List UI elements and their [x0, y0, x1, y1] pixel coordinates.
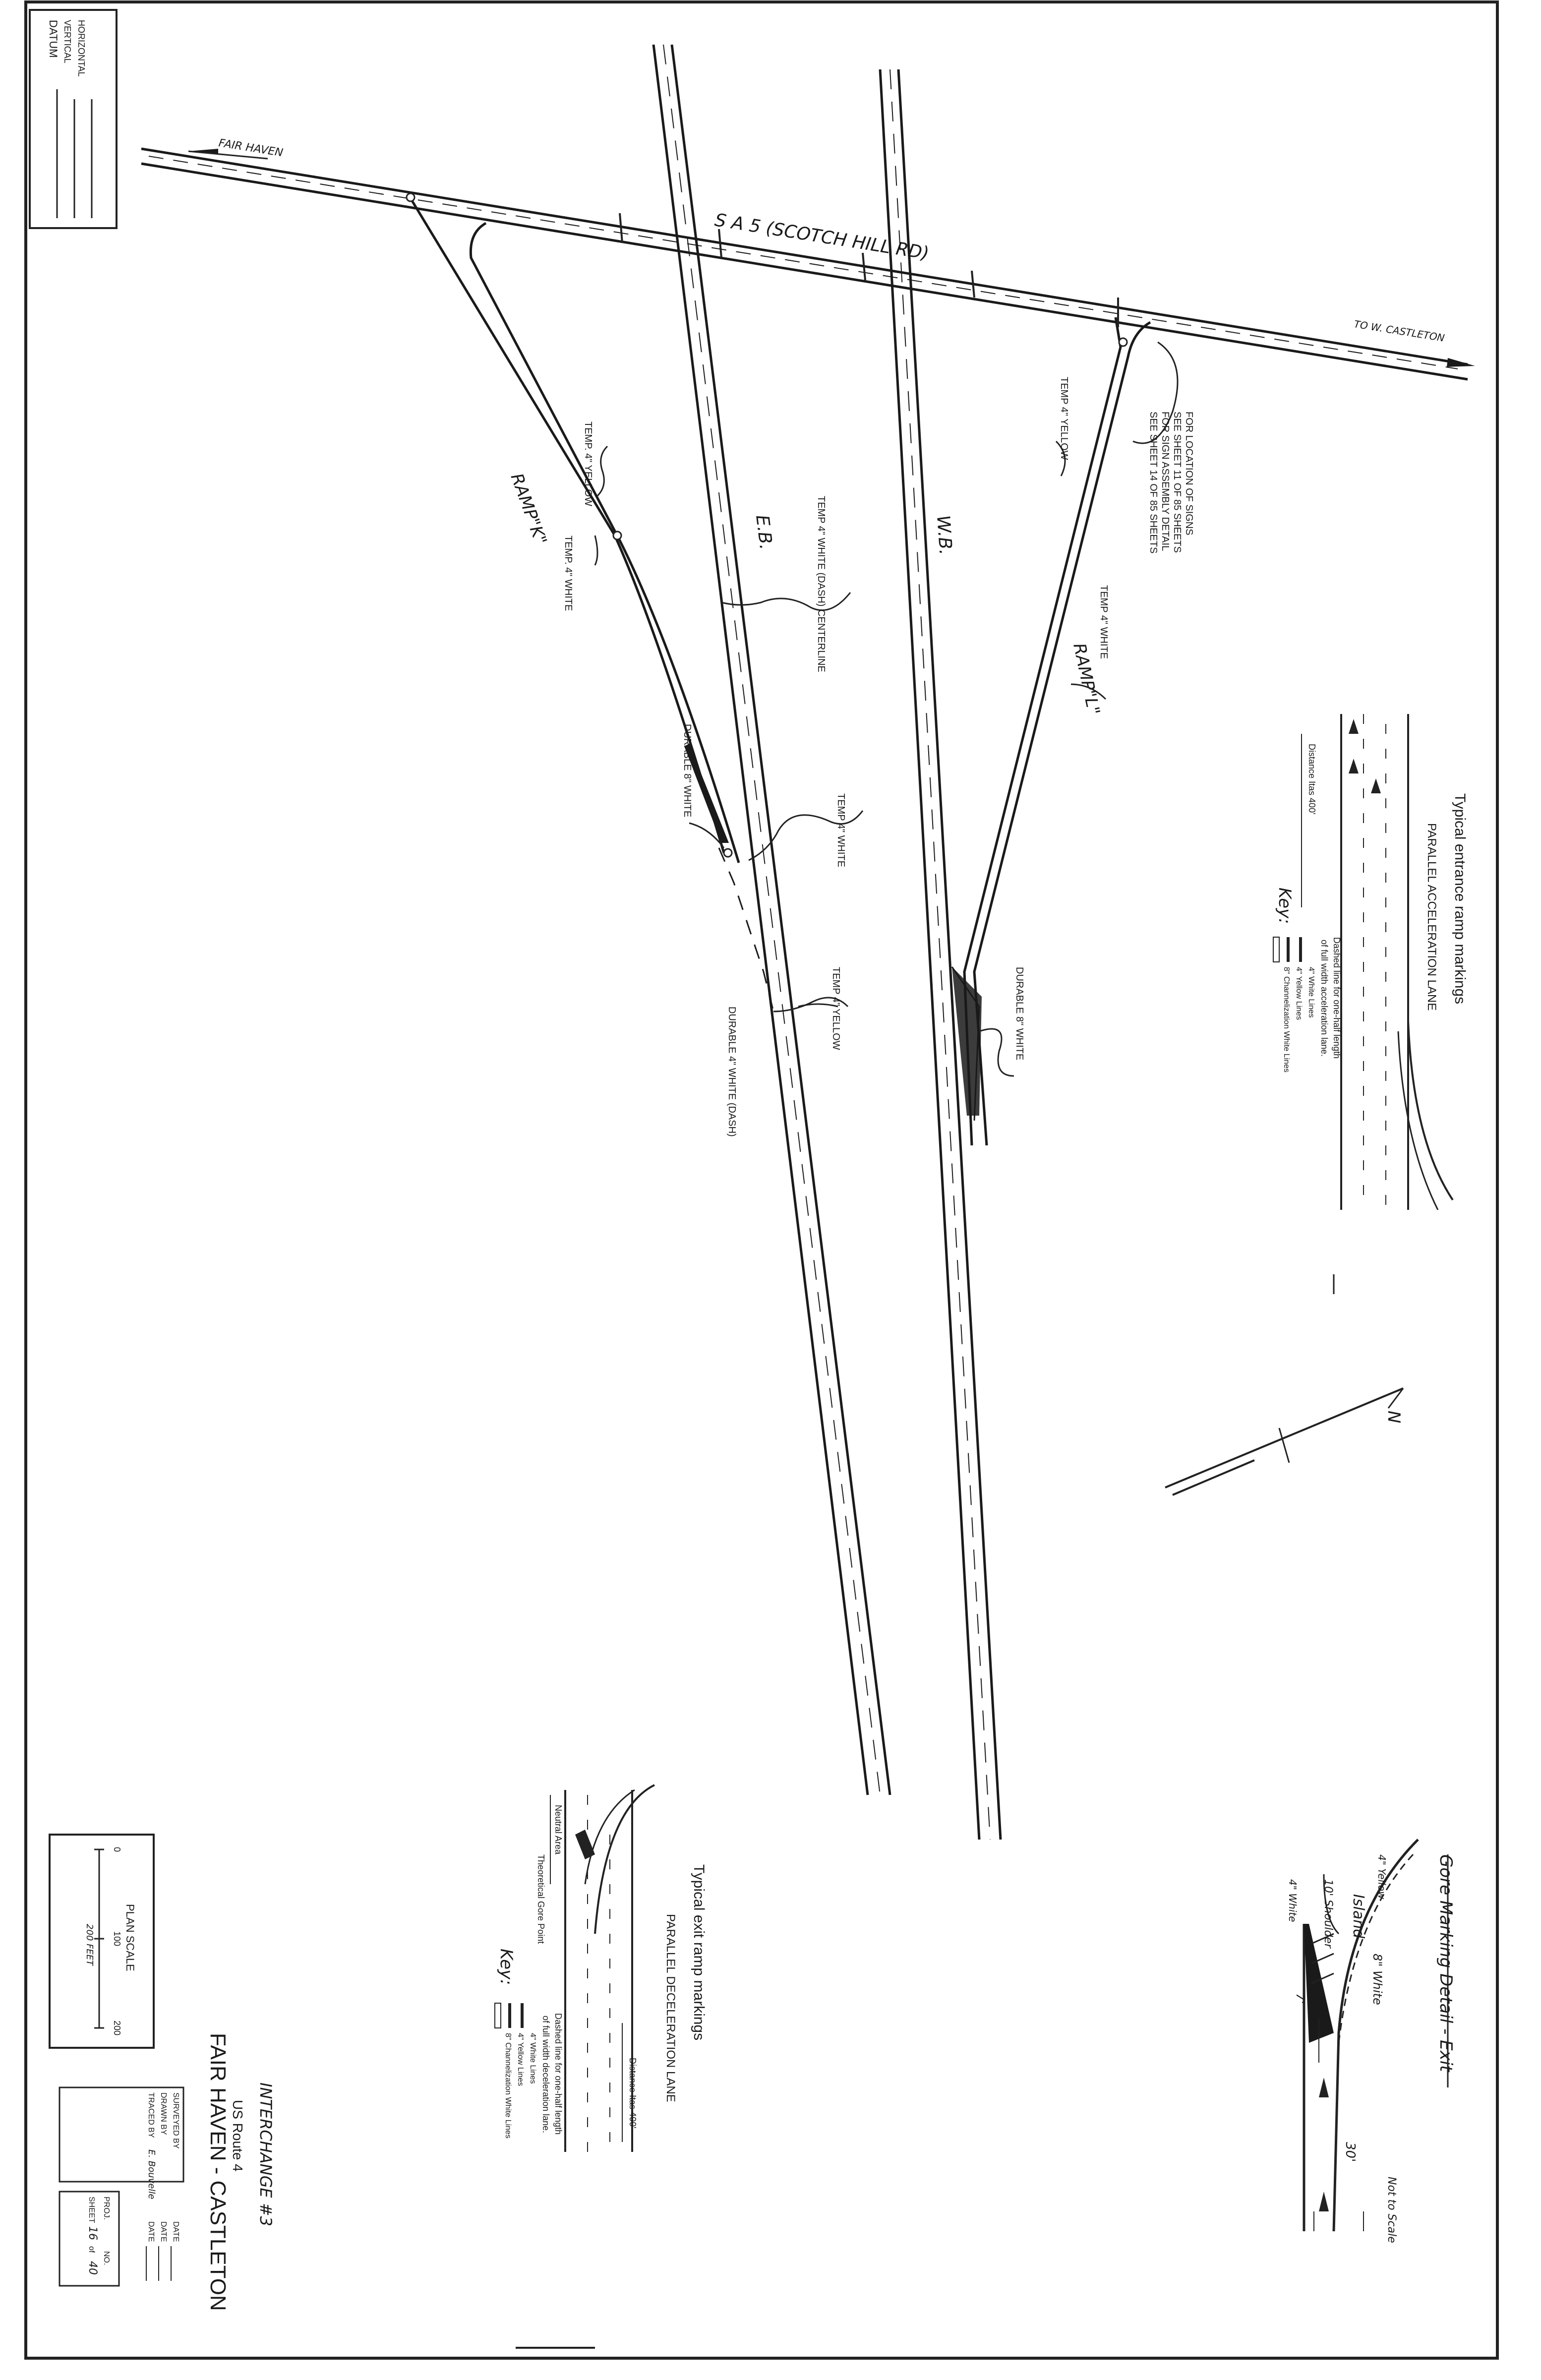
- scale-two-hundred: 200: [112, 2021, 122, 2035]
- title-block: INTERCHANGE #3 US Route 4 FAIR HAVEN - C…: [59, 2033, 275, 2311]
- sign-note-3: FOR SIGN ASSEMBLY DETAIL: [1160, 412, 1171, 551]
- plan-scale-box: PLAN SCALE 0 100 200 200 FEET: [49, 1834, 155, 2049]
- exit-neutral-area: Neutral Area: [553, 1805, 563, 1855]
- exit-key-2: 4" Yellow Lines: [516, 2033, 525, 2086]
- entrance-ramp-detail: Typical entrance ramp markings PARALLEL …: [1273, 714, 1468, 1294]
- sheet-border: [24, 0, 1499, 2360]
- traced-by-name: E. Bouvelle: [146, 2149, 157, 2199]
- callout-temp-yellow-mid: TEMP 4" YELLOW: [830, 967, 841, 1050]
- entrance-key-2: 4" Yellow Lines: [1295, 967, 1303, 1020]
- scotch-hill-road: [141, 147, 1468, 381]
- sheet-of-label: of: [87, 2246, 96, 2253]
- drawn-by-label: DRAWN BY: [159, 2092, 168, 2135]
- exit-key-1: 4" White Lines: [529, 2033, 537, 2084]
- scale-feet: 200 FEET: [84, 1924, 95, 1966]
- entrance-title: Typical entrance ramp markings: [1452, 793, 1468, 1004]
- no-label: NO.: [102, 2251, 111, 2265]
- entrance-subtitle: PARALLEL ACCELERATION LANE: [1425, 823, 1438, 1011]
- gore-white8: 8" White: [1370, 1954, 1384, 2005]
- callout-leaders: [594, 341, 1179, 1077]
- gore-white4: 4" White: [1287, 1879, 1299, 1922]
- fair-haven-label: FAIR HAVEN: [218, 137, 284, 159]
- sheet-label: SHEET: [87, 2197, 96, 2223]
- gore-marking-detail: Gore Marking Detail - Exit 10' Shoulder …: [1287, 1839, 1456, 2243]
- callout-temp-white-centerline: TEMP 4" WHITE (DASH) CENTERLINE: [816, 496, 827, 672]
- gore-island: Island: [1350, 1894, 1367, 1939]
- exit-subtitle: PARALLEL DECELERATION LANE: [664, 1914, 677, 2102]
- surveyed-by-label: SURVEYED BY: [172, 2092, 180, 2149]
- scale-hundred: 100: [112, 1931, 122, 1946]
- callout-temp-white-mid: TEMP 4" WHITE: [835, 793, 846, 867]
- gore-dim-30: 30': [1343, 2142, 1358, 2162]
- callout-durable-white-8: DURABLE 8" WHITE: [682, 724, 693, 817]
- datum-box: DATUM VERTICAL HORIZONTAL: [29, 9, 118, 229]
- north-arrow: N: [1165, 1387, 1404, 1496]
- gore-not-to-scale: Not to Scale: [1385, 2177, 1398, 2243]
- callout-durable-white-l: DURABLE 8" WHITE: [1014, 967, 1025, 1060]
- callout-temp-yellow-l: TEMP 4" YELLOW: [1059, 377, 1069, 460]
- wb-label: W.B.: [933, 515, 955, 556]
- exit-gore-point: Theoretical Gore Point: [536, 1854, 546, 1944]
- datum-vertical: VERTICAL: [62, 20, 72, 63]
- datum-title: DATUM: [47, 20, 59, 58]
- eb-carriageway: [652, 44, 891, 1795]
- exit-ramp-detail: Typical exit ramp markings PARALLEL DECE…: [494, 1784, 707, 2152]
- entrance-key-3: 8" Channelization White Lines: [1282, 967, 1291, 1072]
- entrance-key-1: 4" White Lines: [1307, 967, 1315, 1018]
- gore-yellow: 4" Yellow: [1376, 1854, 1388, 1900]
- scale-zero: 0: [112, 1847, 122, 1852]
- sign-note-1: FOR LOCATION OF SIGNS: [1184, 412, 1194, 536]
- date-label-1: DATE: [172, 2221, 180, 2242]
- datum-horizontal: HORIZONTAL: [76, 20, 86, 77]
- entrance-dashed-note-1: Dashed line for one-half length: [1332, 937, 1342, 1059]
- bridge-marks: [619, 213, 975, 298]
- callout-temp-white-k: TEMP. 4" WHITE: [563, 536, 574, 611]
- gore-dim-7: 7': [1294, 1993, 1307, 2004]
- callout-temp-white-l: TEMP 4" WHITE: [1098, 585, 1109, 659]
- sign-note-2: SEE SHEET 11 OF 85 SHEETS: [1172, 412, 1183, 553]
- sheet-number: 16: [86, 2226, 99, 2240]
- ramp-k-label: RAMP"K": [507, 471, 551, 547]
- gore-title: Gore Marking Detail - Exit: [1436, 1854, 1456, 2073]
- proj-label: PROJ.: [102, 2197, 111, 2220]
- ramp-k: [406, 192, 774, 1012]
- title-project: FAIR HAVEN - CASTLETON: [206, 2033, 230, 2311]
- callout-durable-white-dash: DURABLE 4" WHITE (DASH): [726, 1007, 737, 1137]
- exit-dashed-note-2: of full width deceleration lane.: [541, 2016, 551, 2133]
- title-interchange: INTERCHANGE #3: [256, 2082, 275, 2226]
- date-label-3: DATE: [147, 2221, 155, 2242]
- date-label-2: DATE: [159, 2221, 168, 2242]
- scale-title: PLAN SCALE: [124, 1904, 136, 1971]
- exit-key-3: 8" Channelization White Lines: [504, 2033, 512, 2139]
- sign-note-4: SEE SHEET 14 OF 85 SHEETS: [1148, 412, 1159, 553]
- castleton-arrow: [1447, 358, 1475, 367]
- route-label: S A 5 (SCOTCH HILL RD): [713, 210, 931, 264]
- fair-haven-arrow-shaft: [188, 150, 268, 160]
- callout-temp-yellow-k: TEMP. 4" YELLOW: [583, 421, 593, 506]
- exit-dashed-note-1: Dashed line for one-half length: [553, 2013, 563, 2135]
- wb-carriageway: [879, 69, 1002, 1840]
- exit-distance: Distance Itas 400': [628, 2058, 638, 2129]
- title-route: US Route 4: [230, 2100, 245, 2172]
- exit-title: Typical exit ramp markings: [691, 1864, 707, 2040]
- eb-label: E.B.: [752, 514, 776, 551]
- entrance-key-title: Key:: [1275, 888, 1295, 924]
- castleton-label: TO W. CASTLETON: [1353, 318, 1445, 344]
- plan-drawing: FAIR HAVEN TO W. CASTLETON S A 5 (SCOTCH…: [141, 44, 1475, 1840]
- ramp-l: [951, 298, 1151, 1146]
- gore-shoulder: 10' Shoulder: [1322, 1879, 1334, 1949]
- entrance-dashed-note-2: of full width acceleration lane.: [1319, 940, 1329, 1057]
- exit-key-title: Key:: [496, 1949, 516, 1985]
- entrance-distance: Distance Itas 400': [1307, 744, 1317, 815]
- sheet-total: 40: [86, 2261, 99, 2275]
- traced-by-label: TRACED BY: [147, 2092, 155, 2138]
- north-label: N: [1384, 1411, 1404, 1423]
